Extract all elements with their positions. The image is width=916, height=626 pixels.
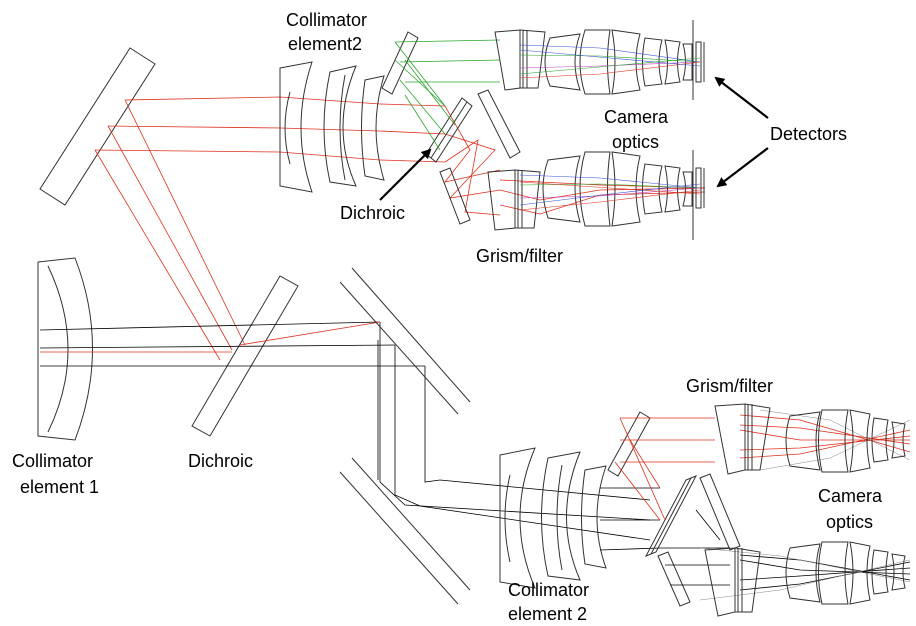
label-camera-optics-bottom-1: Camera (818, 486, 883, 506)
lower-black-rays (39, 321, 651, 541)
label-collimator-element2-top-1: Collimator (286, 10, 367, 30)
lower-grism-bottom (704, 547, 761, 617)
label-dichroic-top: Dichroic (340, 203, 405, 223)
label-collimator-element2-top-2: element2 (288, 34, 362, 54)
lower-dichroic (191, 275, 299, 437)
label-collimator-element1-1: Collimator (12, 451, 93, 471)
detector-arrow-top (714, 76, 769, 119)
upper-camera-top-rays (519, 44, 701, 79)
lower-fold-mirrors (339, 267, 471, 605)
upper-dichroic (425, 97, 473, 163)
label-collimator-element1-2: element 1 (20, 477, 99, 497)
label-grism-filter-top: Grism/filter (476, 246, 563, 266)
lower-collimator-element1 (37, 257, 93, 441)
upper-collimator-element2 (279, 61, 385, 193)
annotation-arrows (379, 76, 769, 201)
upper-small-mirrors (381, 31, 521, 225)
detector-arrow-bottom (716, 147, 769, 188)
lower-collimator-element2 (499, 447, 607, 589)
label-dichroic-bottom: Dichroic (188, 451, 253, 471)
upper-camera-bottom-rays (519, 174, 701, 211)
label-detectors: Detectors (770, 124, 847, 144)
lower-camera-bottom (785, 541, 906, 605)
lower-camera-top (785, 409, 906, 473)
label-camera-optics-top-2: optics (612, 132, 659, 152)
upper-grism-bottom (487, 169, 541, 231)
label-collimator-element2-bottom-1: Collimator (508, 580, 589, 600)
dichroic-arrow (379, 148, 432, 201)
lower-grism-top (714, 403, 771, 475)
lower-red-arm-rays (614, 414, 911, 521)
label-camera-optics-top-1: Camera (604, 107, 669, 127)
lower-red-rays-dichroic (40, 321, 381, 353)
label-collimator-element2-bottom-2: element 2 (508, 604, 587, 624)
lower-dichroic-block (607, 411, 741, 607)
label-camera-optics-bottom-2: optics (826, 512, 873, 532)
upper-fold-mirror (39, 47, 156, 206)
upper-camera-top (544, 29, 705, 95)
upper-green-rays (394, 39, 501, 151)
upper-grism-top (494, 29, 546, 91)
label-grism-filter-bottom: Grism/filter (686, 376, 773, 396)
upper-red-rays (94, 96, 706, 361)
